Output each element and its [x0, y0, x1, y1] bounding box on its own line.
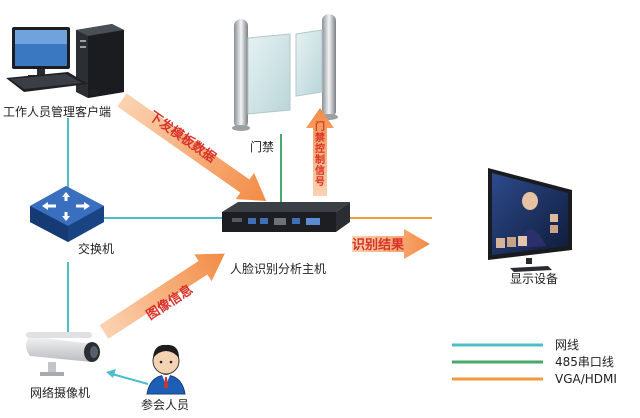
host-label: 人脸识别分析主机 [230, 262, 326, 276]
client-computer [6, 24, 124, 98]
host-device [222, 202, 350, 232]
legend-label: 网线 [555, 338, 579, 352]
cable-lines [67, 118, 432, 338]
arrow-result: 识别结果 [352, 229, 430, 259]
display-label: 显示设备 [510, 272, 558, 286]
client-label: 工作人员管理客户端 [3, 104, 111, 119]
arrow-result-label: 识别结果 [352, 237, 404, 253]
legend: 网线 485串口线 VGA/HDMI [452, 338, 617, 386]
switch-label: 交换机 [78, 241, 114, 256]
legend-label: VGA/HDMI [555, 372, 617, 386]
person-to-camera-arrow [106, 369, 149, 385]
person-icon [146, 344, 186, 395]
arrow-gate-signal: 门禁控制信号 [306, 108, 334, 196]
svg-text:门禁控制信号: 门禁控制信号 [314, 120, 325, 188]
display-device [488, 168, 572, 272]
legend-label: 485串口线 [555, 355, 614, 369]
arrow-image-info: 图像信息 [99, 253, 225, 339]
person-label: 参会人员 [141, 397, 189, 412]
camera-label: 网络摄像机 [30, 385, 90, 400]
arrow-template-label: 下发模板数据 [146, 108, 219, 166]
arrow-gate-label: 门禁控制信号 [314, 120, 325, 188]
camera-device [26, 332, 100, 376]
gate-label: 门禁 [250, 139, 274, 154]
switch-device [30, 186, 104, 242]
gate-device [232, 14, 338, 131]
